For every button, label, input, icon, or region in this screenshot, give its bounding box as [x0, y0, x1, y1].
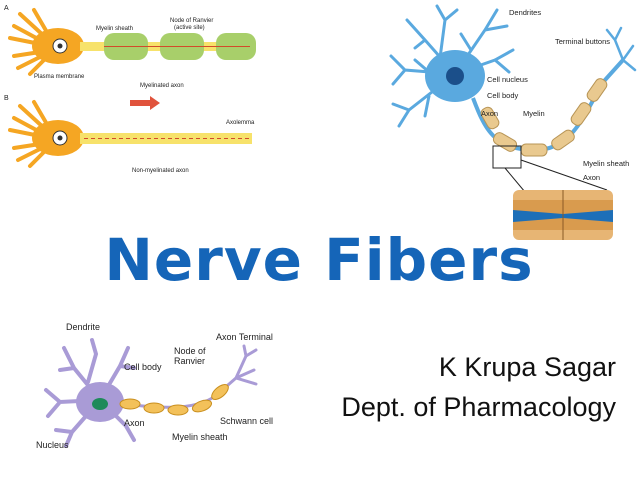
axon-terminal-c [234, 344, 258, 386]
label-cell-body-c: Cell body [124, 362, 162, 372]
myelin-segments-b [480, 78, 608, 157]
label-myelin-sheath-b: Myelin sheath [583, 159, 629, 168]
label-node-of-ranvier-a: Node of Ranvier [170, 18, 213, 24]
panel-b-letter: B [4, 95, 9, 102]
myelin-segments-c [119, 384, 229, 416]
neuron-a-soma [8, 8, 84, 76]
label-nucleus: Nucleus [36, 440, 69, 450]
label-ranvier: Ranvier [174, 356, 205, 366]
panel-a-letter: A [4, 5, 9, 12]
figure-blue-neuron: Dendrites Terminal buttons Cell nucleus … [389, 4, 637, 240]
label-myelin-sheath-a: Myelin sheath [96, 26, 133, 32]
label-myelin-sheath-c: Myelin sheath [172, 432, 228, 442]
conduction-arrow-icon [130, 96, 160, 110]
label-active-site: (active site) [174, 25, 205, 31]
label-dendrites: Dendrites [509, 8, 541, 17]
label-dendrite: Dendrite [66, 322, 100, 332]
label-plasma-membrane: Plasma membrane [34, 74, 85, 80]
department: Dept. of Pharmacology [341, 392, 616, 422]
figure-myelinated-vs-unmyelinated: A Myelin sheath Node of Ranvier (active … [4, 5, 256, 174]
label-terminal-buttons: Terminal buttons [555, 37, 610, 46]
label-axon-zoom: Axon [583, 173, 600, 182]
axon-b [80, 133, 252, 144]
myelin-zoom-detail [513, 190, 613, 240]
figure-purple-neuron: Dendrite Axon Terminal Node of Ranvier C… [36, 322, 273, 450]
slide-title: Nerve Fibers [104, 226, 534, 294]
label-non-myelinated-axon: Non-myelinated axon [132, 168, 189, 174]
label-schwann-cell: Schwann cell [220, 416, 273, 426]
label-axon-c: Axon [124, 418, 145, 428]
label-myelin: Myelin [523, 109, 545, 118]
neuron-b-soma [8, 100, 84, 168]
cell-nucleus-b [446, 67, 464, 85]
author-name: K Krupa Sagar [438, 352, 616, 382]
terminal-buttons [605, 26, 637, 72]
label-axolemma: Axolemma [226, 120, 255, 126]
label-cell-nucleus: Cell nucleus [487, 75, 528, 84]
label-node-of: Node of [174, 346, 206, 356]
label-myelinated-axon: Myelinated axon [140, 83, 184, 89]
zoom-box [492, 145, 522, 169]
label-axon-b: Axon [481, 109, 498, 118]
nucleus-c [92, 398, 108, 410]
label-axon-terminal: Axon Terminal [216, 332, 273, 342]
myelin-segments-a [104, 33, 256, 60]
label-cell-body: Cell body [487, 91, 519, 100]
